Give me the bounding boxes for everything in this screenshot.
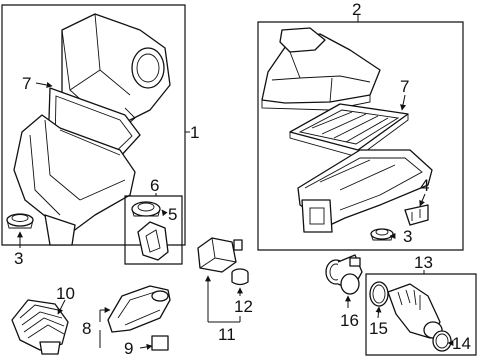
callout-7-right: 7 [400, 77, 409, 96]
air-cleaner-lower-housing [13, 114, 136, 246]
callout-13: 13 [414, 253, 433, 272]
callout-2: 2 [352, 0, 361, 19]
intake-hose [387, 283, 443, 339]
callout-14: 14 [452, 334, 471, 353]
resonator-10 [11, 299, 69, 355]
air-cleaner-lower-housing-right [297, 149, 433, 233]
clamp-14 [432, 330, 452, 352]
group-2-frame [257, 21, 464, 251]
air-duct-8 [107, 285, 171, 333]
air-filter-element-right [289, 103, 409, 158]
group-6-frame [124, 195, 183, 265]
air-cleaner-upper-housing [61, 13, 171, 126]
clip-9 [151, 335, 169, 351]
callout-12: 12 [234, 297, 253, 316]
bracket [404, 204, 429, 226]
callout-9: 9 [124, 339, 133, 358]
callout-15: 15 [369, 319, 388, 338]
callout-3-right: 3 [403, 227, 412, 246]
callout-3-left: 3 [14, 249, 23, 268]
callout-6: 6 [150, 176, 159, 195]
callout-5: 5 [168, 205, 177, 224]
callout-1: 1 [190, 123, 199, 142]
group-1-frame [1, 4, 186, 246]
clamp-15 [369, 281, 389, 307]
callout-16: 16 [340, 311, 359, 330]
mounting-bracket-6 [137, 221, 169, 261]
callout-11: 11 [218, 325, 236, 344]
grommet-5 [131, 201, 161, 217]
callout-7-left: 7 [22, 74, 31, 93]
air-cleaner-upper-housing-right [261, 27, 381, 111]
callout-8: 8 [82, 319, 91, 338]
grommet-right [370, 228, 394, 241]
grommet-12 [231, 268, 249, 286]
callout-10: 10 [56, 284, 75, 303]
group-13-frame [365, 273, 477, 356]
mass-air-flow-sensor-16 [325, 254, 363, 295]
sensor-11 [197, 237, 243, 273]
callout-4: 4 [420, 176, 429, 195]
grommet-left [6, 213, 34, 229]
